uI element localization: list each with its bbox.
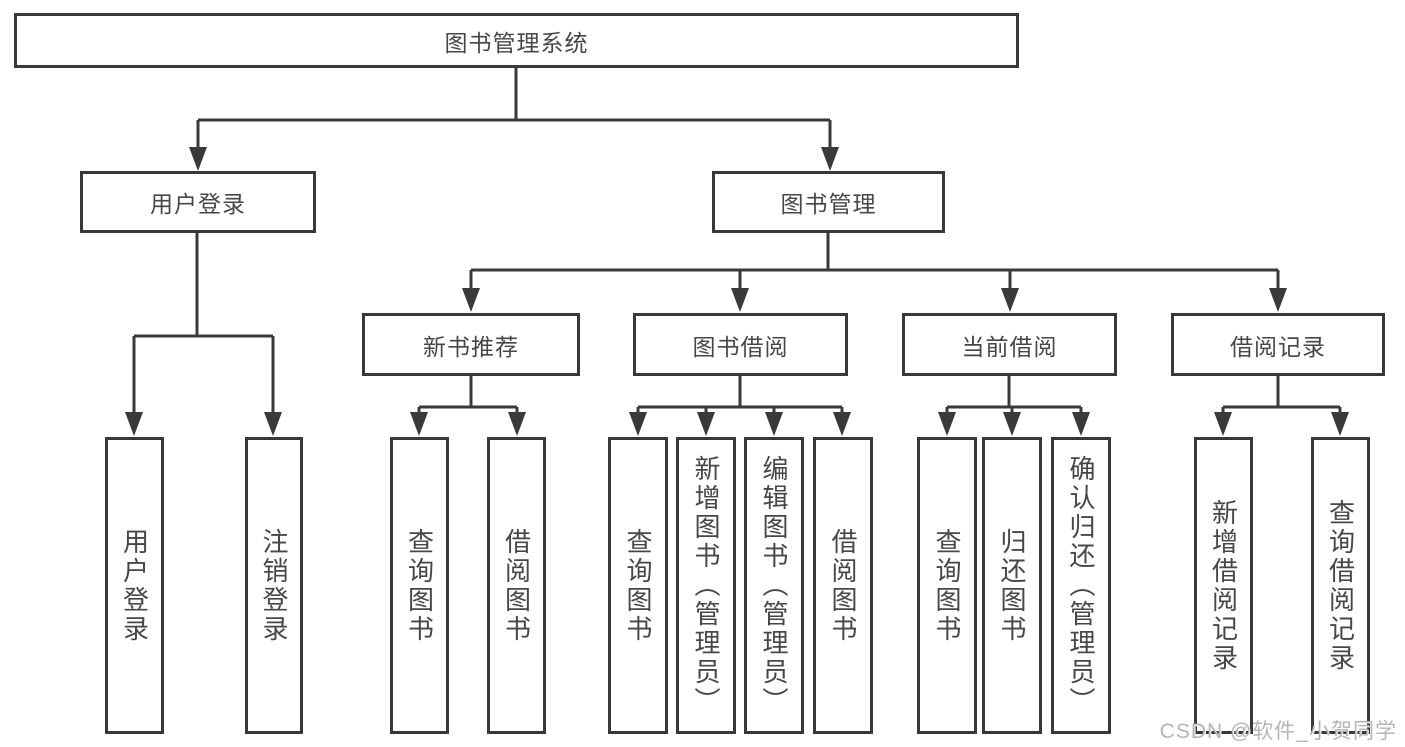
node-root: 图书管理系统 (14, 13, 1019, 68)
leaf-label: 注销登录 (259, 527, 289, 644)
leaf-label: 编辑图书（管理员） (759, 455, 789, 716)
node-borrow-add-books-admin: 新增图书（管理员） (676, 437, 736, 734)
csdn-watermark: CSDN @软件_小贺同学 (1159, 720, 1397, 743)
leaf-label: 借阅图书 (501, 527, 532, 644)
leaf-label: 新增图书（管理员） (691, 455, 721, 716)
node-book-management: 图书管理 (712, 171, 945, 233)
arrow-down-icon (1072, 412, 1090, 436)
node-current-query-books: 查询图书 (917, 437, 977, 734)
leaf-label: 新增借阅记录 (1208, 498, 1239, 673)
node-leaf-user-login: 用户登录 (105, 437, 164, 734)
node-book-management-label: 图书管理 (780, 191, 877, 217)
arrow-down-icon (629, 412, 647, 436)
arrow-down-icon (1269, 288, 1287, 312)
node-current-return-books: 归还图书 (982, 437, 1042, 734)
node-borrow-query-books: 查询图书 (608, 437, 668, 734)
node-book-borrow-label: 图书借阅 (692, 333, 789, 360)
arrow-down-icon (765, 412, 783, 436)
arrow-down-icon (697, 412, 715, 436)
leaf-label: 归还图书 (997, 527, 1027, 644)
arrow-down-icon (1003, 412, 1021, 436)
arrow-down-icon (1001, 288, 1019, 312)
arrow-down-icon (189, 147, 207, 171)
leaf-label: 借阅图书 (828, 527, 858, 644)
node-current-borrow: 当前借阅 (902, 313, 1117, 376)
node-current-borrow-label: 当前借阅 (961, 333, 1058, 360)
node-recommend-borrow-books: 借阅图书 (487, 437, 546, 734)
arrow-down-icon (821, 147, 839, 171)
node-book-borrow: 图书借阅 (633, 313, 848, 376)
leaf-label: 查询图书 (932, 527, 962, 644)
node-borrow-records-label: 借阅记录 (1230, 333, 1326, 360)
leaf-label: 查询图书 (404, 527, 435, 644)
arrow-down-icon (1214, 412, 1232, 436)
arrow-down-icon (508, 412, 526, 436)
leaf-label: 查询借阅记录 (1325, 498, 1356, 673)
arrow-down-icon (938, 412, 956, 436)
arrow-down-icon (264, 412, 282, 436)
node-borrow-borrow-books: 借阅图书 (813, 437, 873, 734)
arrow-down-icon (125, 412, 143, 436)
node-borrow-edit-books-admin: 编辑图书（管理员） (744, 437, 804, 734)
leaf-label: 查询图书 (623, 527, 653, 644)
node-recommend-query-books: 查询图书 (390, 437, 449, 734)
arrow-down-icon (1331, 412, 1349, 436)
node-root-label: 图书管理系统 (444, 29, 589, 56)
node-new-book-recommend-label: 新书推荐 (423, 333, 519, 360)
node-new-book-recommend: 新书推荐 (362, 313, 580, 376)
leaf-label: 确认归还（管理员） (1066, 455, 1096, 716)
arrow-down-icon (462, 288, 480, 312)
node-current-confirm-return-admin: 确认归还（管理员） (1051, 437, 1111, 734)
node-user-login-label: 用户登录 (150, 191, 246, 217)
connector-user-login (132, 233, 275, 415)
node-leaf-logout: 注销登录 (245, 437, 303, 734)
connector-borrow (636, 376, 844, 415)
connector-current (945, 376, 1083, 415)
connector-records (1221, 376, 1342, 415)
arrow-down-icon (731, 288, 749, 312)
node-records-add-record: 新增借阅记录 (1194, 437, 1253, 734)
connector-book-management (469, 232, 1280, 291)
connector-root (196, 67, 832, 150)
leaf-label: 用户登录 (119, 527, 150, 644)
arrow-down-icon (833, 412, 851, 436)
arrow-down-icon (410, 412, 428, 436)
connector-recommend (417, 376, 519, 415)
node-user-login: 用户登录 (80, 171, 316, 233)
node-records-query-record: 查询借阅记录 (1311, 437, 1370, 734)
node-borrow-records: 借阅记录 (1171, 313, 1385, 376)
